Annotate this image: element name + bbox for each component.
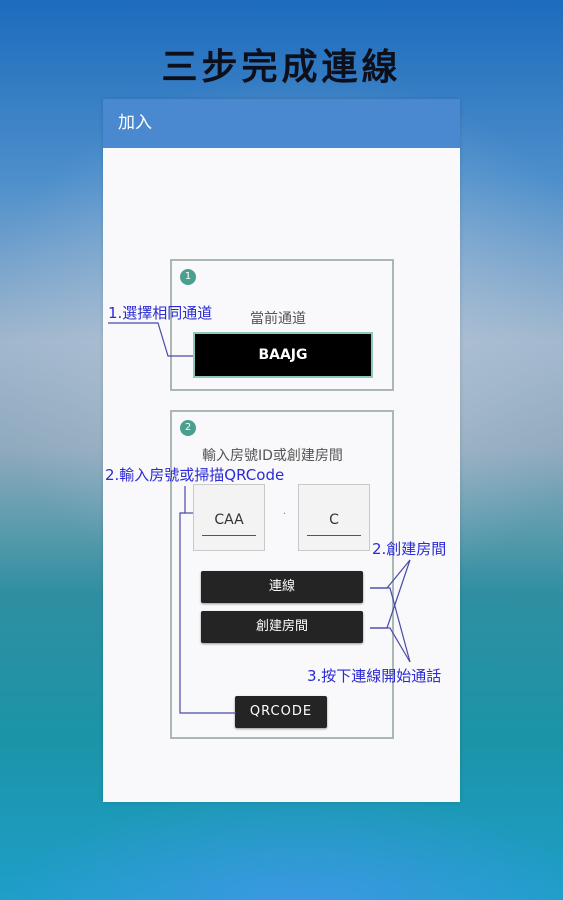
anno-line-4a [370,587,411,663]
connect-button[interactable]: 連線 [201,571,363,603]
room-id-input-2-value: C [329,512,339,528]
annotation-step3: 3.按下連線開始通話 [307,667,442,685]
channel-value-field[interactable]: BAAJG [193,332,373,378]
qrcode-button[interactable]: QRCODE [235,696,327,728]
current-channel-label: 當前通道 [250,311,306,327]
room-id-input-2[interactable]: C [298,484,370,551]
room-id-input-1-value: CAA [214,512,244,528]
step-2-badge: 2 [180,420,196,436]
anno-line-1 [108,322,193,357]
step-1-badge: 1 [180,269,196,285]
anno-line-4b [370,627,411,663]
annotation-step2-left: 2.輸入房號或掃描QRCode [105,466,285,484]
anno-line-3a [370,559,411,589]
annotation-step1: 1.選擇相同通道 [108,304,213,322]
app-bar-title: 加入 [118,113,152,133]
room-id-label: 輸入房號ID或創建房間 [202,448,343,464]
app-bar: 加入 [103,99,460,148]
field-separator: · [283,509,287,520]
input-underline [307,535,361,536]
room-id-input-1[interactable]: CAA [193,484,265,551]
input-underline [202,535,256,536]
promo-headline: 三步完成連線 [161,47,402,88]
anno-line-2a [179,486,236,714]
anno-line-3b [370,559,411,629]
create-room-button[interactable]: 創建房間 [201,611,363,643]
app-screen: 加入 1 當前通道 BAAJG 2 輸入房號ID或創建房間 CAA · C 連線… [103,99,460,802]
annotation-step2-right: 2.創建房間 [372,540,447,558]
